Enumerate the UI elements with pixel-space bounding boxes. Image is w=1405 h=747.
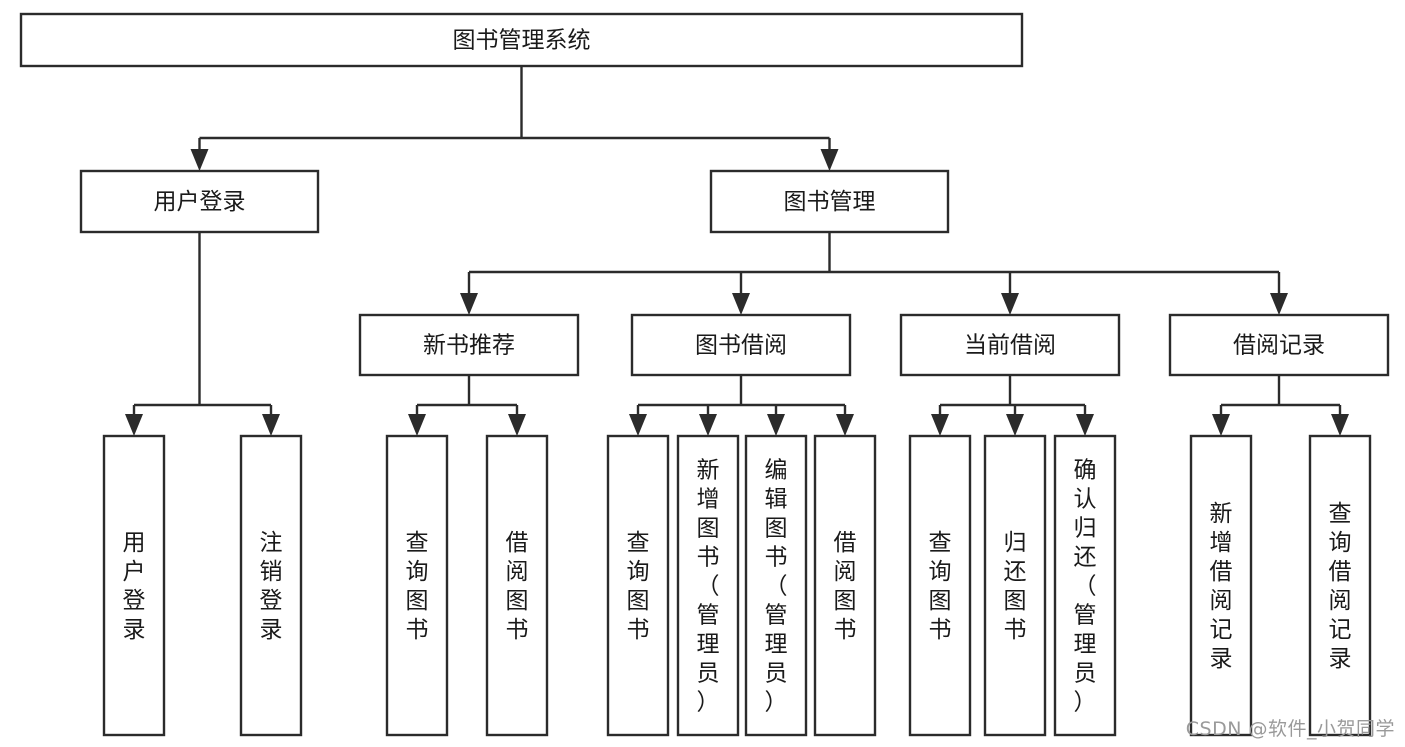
- node-label: 用户登录: [154, 189, 246, 215]
- node-borrow-records[interactable]: 借阅记录: [1168, 313, 1390, 377]
- arrow-head-icon: [408, 414, 426, 436]
- node-box: [79, 169, 320, 234]
- arrow-head-icon: [732, 293, 750, 315]
- node-label: 查询图书: [406, 530, 429, 643]
- node-label: 用户登录: [123, 530, 146, 643]
- arrow-head-icon: [767, 414, 785, 436]
- node-box: [899, 313, 1121, 377]
- arrow-head-icon: [820, 149, 839, 171]
- arrow-head-icon: [699, 414, 717, 436]
- node-label: 查询图书: [627, 530, 650, 643]
- arrow-head-icon: [190, 149, 209, 171]
- node-leaf-query-book-current[interactable]: 查询图书: [908, 434, 972, 737]
- node-box: [1168, 313, 1390, 377]
- node-box: [676, 434, 740, 737]
- node-box: [358, 313, 580, 377]
- node-box: [1308, 434, 1372, 737]
- node-label: 借阅图书: [506, 530, 529, 643]
- node-box: [983, 434, 1047, 737]
- connectors-layer: [125, 66, 1349, 436]
- node-leaf-query-book-recommend[interactable]: 查询图书: [385, 434, 449, 737]
- node-label: 查询借阅记录: [1329, 501, 1352, 672]
- node-label: 归还图书: [1004, 530, 1027, 643]
- arrow-head-icon: [1001, 293, 1019, 315]
- node-box: [385, 434, 449, 737]
- node-box: [485, 434, 549, 737]
- node-box: [630, 313, 852, 377]
- arrow-head-icon: [460, 293, 478, 315]
- node-label: 图书管理: [784, 189, 876, 215]
- arrow-head-icon: [1076, 414, 1094, 436]
- node-label: 图书借阅: [695, 333, 787, 359]
- node-box: [709, 169, 950, 234]
- node-label: 图书管理系统: [453, 28, 591, 54]
- node-leaf-add-book[interactable]: 新增图书（管理员）: [676, 434, 740, 737]
- node-root[interactable]: 图书管理系统: [19, 12, 1024, 68]
- node-current-borrow[interactable]: 当前借阅: [899, 313, 1121, 377]
- node-box: [239, 434, 303, 737]
- node-label: 查询图书: [929, 530, 952, 643]
- node-book-management[interactable]: 图书管理: [709, 169, 950, 234]
- arrow-head-icon: [508, 414, 526, 436]
- node-box: [908, 434, 972, 737]
- node-leaf-edit-book[interactable]: 编辑图书（管理员）: [744, 434, 808, 737]
- arrow-head-icon: [836, 414, 854, 436]
- node-box: [19, 12, 1024, 68]
- node-label: 新增借阅记录: [1210, 501, 1233, 672]
- nodes-layer: 图书管理系统用户登录图书管理新书推荐图书借阅当前借阅借阅记录用户登录注销登录查询…: [19, 12, 1390, 737]
- node-label: 借阅图书: [834, 530, 857, 643]
- arrow-head-icon: [1331, 414, 1349, 436]
- node-leaf-logout[interactable]: 注销登录: [239, 434, 303, 737]
- node-leaf-return-book[interactable]: 归还图书: [983, 434, 1047, 737]
- node-leaf-borrow-book-recommend[interactable]: 借阅图书: [485, 434, 549, 737]
- node-book-borrow[interactable]: 图书借阅: [630, 313, 852, 377]
- node-leaf-query-book-borrow[interactable]: 查询图书: [606, 434, 670, 737]
- arrow-head-icon: [1006, 414, 1024, 436]
- node-label: 确认归还（管理员）: [1074, 458, 1097, 716]
- node-box: [102, 434, 166, 737]
- node-label: 新书推荐: [423, 333, 515, 359]
- arrow-head-icon: [262, 414, 280, 436]
- arrow-head-icon: [1270, 293, 1288, 315]
- node-leaf-borrow-book[interactable]: 借阅图书: [813, 434, 877, 737]
- arrow-head-icon: [629, 414, 647, 436]
- arrow-head-icon: [931, 414, 949, 436]
- node-box: [744, 434, 808, 737]
- node-label: 新增图书（管理员）: [697, 458, 720, 716]
- node-box: [606, 434, 670, 737]
- node-user-login[interactable]: 用户登录: [79, 169, 320, 234]
- arrow-head-icon: [125, 414, 143, 436]
- node-label: 编辑图书（管理员）: [765, 458, 788, 716]
- node-leaf-query-record[interactable]: 查询借阅记录: [1308, 434, 1372, 737]
- node-leaf-confirm-return[interactable]: 确认归还（管理员）: [1053, 434, 1117, 737]
- node-label: 借阅记录: [1233, 333, 1325, 359]
- node-box: [1189, 434, 1253, 737]
- node-label: 当前借阅: [964, 333, 1056, 359]
- node-box: [1053, 434, 1117, 737]
- arrow-head-icon: [1212, 414, 1230, 436]
- node-leaf-user-login[interactable]: 用户登录: [102, 434, 166, 737]
- node-box: [813, 434, 877, 737]
- node-leaf-add-record[interactable]: 新增借阅记录: [1189, 434, 1253, 737]
- node-label: 注销登录: [260, 530, 283, 643]
- node-new-book-recommend[interactable]: 新书推荐: [358, 313, 580, 377]
